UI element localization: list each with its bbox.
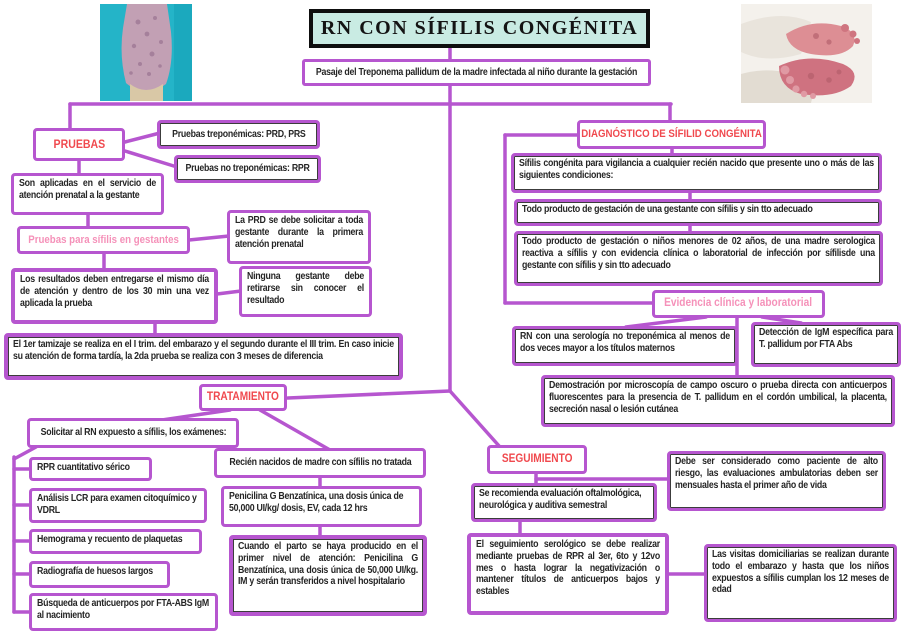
subtitle-node: Pasaje del Treponema pallidum de la madr… [302,59,651,86]
node-prd-solicitar: La PRD se debe solicitar a toda gestante… [227,210,371,264]
baby-feet-photo [741,4,872,103]
node-visitas-domiciliarias: Las visitas domiciliarias se realizan du… [704,544,897,622]
node-resultados-30min: Los resultados deben entregarse el mismo… [11,268,218,324]
node-vigilancia-condiciones: Sífilis congénita para vigilancia a cual… [511,153,882,193]
node-seguimiento-header: SEGUIMIENTO [487,445,587,474]
node-pruebas-header: PRUEBAS [33,128,125,161]
node-aplicadas-gestante: Son aplicadas en el servicio de atención… [11,173,164,215]
node-tratamiento-header: TRATAMIENTO [199,384,287,411]
node-examen-fta-abs: Búsqueda de anticuerpos por FTA-ABS IgM … [29,593,218,631]
node-pruebas-treponemicas: Pruebas treponémicas: PRD, PRS [157,120,320,149]
node-examen-radiografia: Radiografía de huesos largos [29,561,170,588]
baby-torso-photo [100,4,192,101]
node-pruebas-gestantes-header: Pruebas para sífilis en gestantes [17,226,190,254]
node-examen-lcr: Análisis LCR para examen citoquímico y V… [29,488,207,523]
node-evidencia-header: Evidencia clínica y laboratorial [652,290,825,318]
node-parto-primer-nivel: Cuando el parto se haya producido en el … [229,535,427,616]
node-deteccion-igm: Detección de IgM específica para T. pall… [751,322,901,367]
node-examen-hemograma: Hemograma y recuento de plaquetas [29,529,202,554]
node-paciente-alto-riesgo: Debe ser considerado como paciente de al… [667,451,886,511]
node-diagnostico-header: DIAGNÓSTICO DE SÍFILID CONGÉNITA [577,120,766,149]
node-serologia-no-treponemica: RN con una serología no treponémica al m… [512,326,738,366]
subtitle-text: Pasaje del Treponema pallidum de la madr… [315,67,638,78]
main-title: RN CON SÍFILIS CONGÉNITA [309,9,650,48]
node-examen-rpr: RPR cuantitativo sérico [29,457,152,481]
node-recien-nacidos-no-tratada: Recién nacidos de madre con sífilis no t… [214,448,426,478]
node-condicion-sin-tto: Todo producto de gestación de una gestan… [514,199,882,226]
node-penicilina-ev: Penicilina G Benzatínica, una dosis únic… [221,486,422,527]
node-seguimiento-serologico: El seguimiento serológico se debe realiz… [467,533,669,615]
node-pruebas-no-treponemicas: Pruebas no treponémicas: RPR [174,155,321,183]
node-demostracion-microscopia: Demostración por microscopía de campo os… [541,375,895,427]
node-solicitar-examenes: Solicitar al RN expuesto a sífilis, los … [27,418,239,448]
node-ninguna-gestante: Ninguna gestante debe retirarse sin cono… [239,266,372,317]
node-condicion-madre-serologica: Todo producto de gestación o niños menor… [514,231,883,286]
node-evaluacion-semestral: Se recomienda evaluación oftalmológica, … [471,483,657,522]
node-tamizaje-trimestres: El 1er tamizaje se realiza en el I trim.… [4,333,403,380]
